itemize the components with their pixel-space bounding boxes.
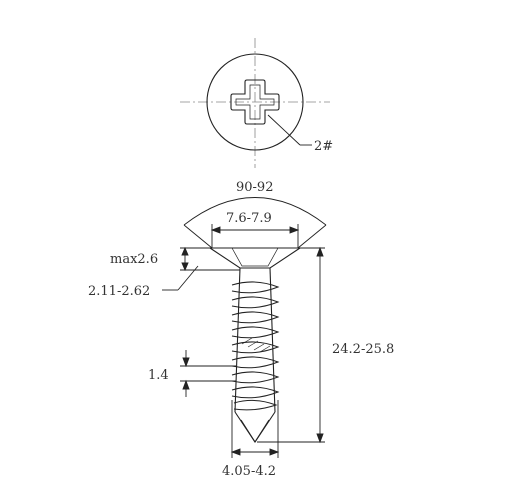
thread-hatching xyxy=(241,337,271,353)
shank-right-edge xyxy=(269,267,276,413)
head-angle-label: 90-92 xyxy=(236,180,273,195)
thread-dia-arrow-right xyxy=(269,448,280,456)
screw-tip xyxy=(234,411,276,443)
head-angle-extension-left xyxy=(183,224,213,249)
head-recess xyxy=(231,247,279,267)
head-angle-extension-right xyxy=(297,224,327,249)
thread-pitch-dimension xyxy=(180,350,236,397)
thread-crests xyxy=(231,281,280,411)
pitch-arrow-bottom xyxy=(182,379,190,390)
head-diameter-dimension xyxy=(210,224,300,248)
head-angle-dimension xyxy=(183,197,327,249)
thread-pitch-label: 1.4 xyxy=(148,368,169,383)
thread-dia-arrow-left xyxy=(230,448,241,456)
head-height-range-label: 2.11-2.62 xyxy=(88,284,150,299)
head-height-arrow-bottom xyxy=(181,262,189,272)
head-height-range-leader-line xyxy=(177,265,199,291)
head-diameter-arrow-right xyxy=(289,226,300,234)
head-height-arrow-top xyxy=(181,246,189,256)
shank-left-edge xyxy=(234,267,241,413)
length-arrow-bottom xyxy=(316,433,324,444)
head-height-range-leader xyxy=(162,265,199,291)
overall-length-label: 24.2-25.8 xyxy=(332,342,394,357)
screw-side-view xyxy=(208,247,302,443)
overall-length-dimension xyxy=(257,246,325,444)
head-diameter-arrow-left xyxy=(210,226,221,234)
head-height-max-dimension xyxy=(180,246,240,272)
tip-left-edge xyxy=(240,419,256,443)
thread-diameter-dimension xyxy=(230,400,280,458)
head-top-view xyxy=(180,38,330,168)
head-outline xyxy=(206,53,304,151)
drive-size-label: 2# xyxy=(314,139,333,154)
head-angle-arc xyxy=(183,197,327,226)
drive-leader-line xyxy=(267,114,301,146)
phillips-drive-icon xyxy=(230,79,280,125)
length-arrow-top xyxy=(316,246,324,257)
drive-inner-recess xyxy=(235,84,275,120)
head-height-max-label: max2.6 xyxy=(110,252,158,267)
tip-right-edge xyxy=(254,419,270,443)
pitch-arrow-top xyxy=(182,357,190,368)
head-diameter-label: 7.6-7.9 xyxy=(226,211,272,226)
thread-diameter-label: 4.05-4.2 xyxy=(222,464,276,479)
screw-head xyxy=(208,247,302,269)
